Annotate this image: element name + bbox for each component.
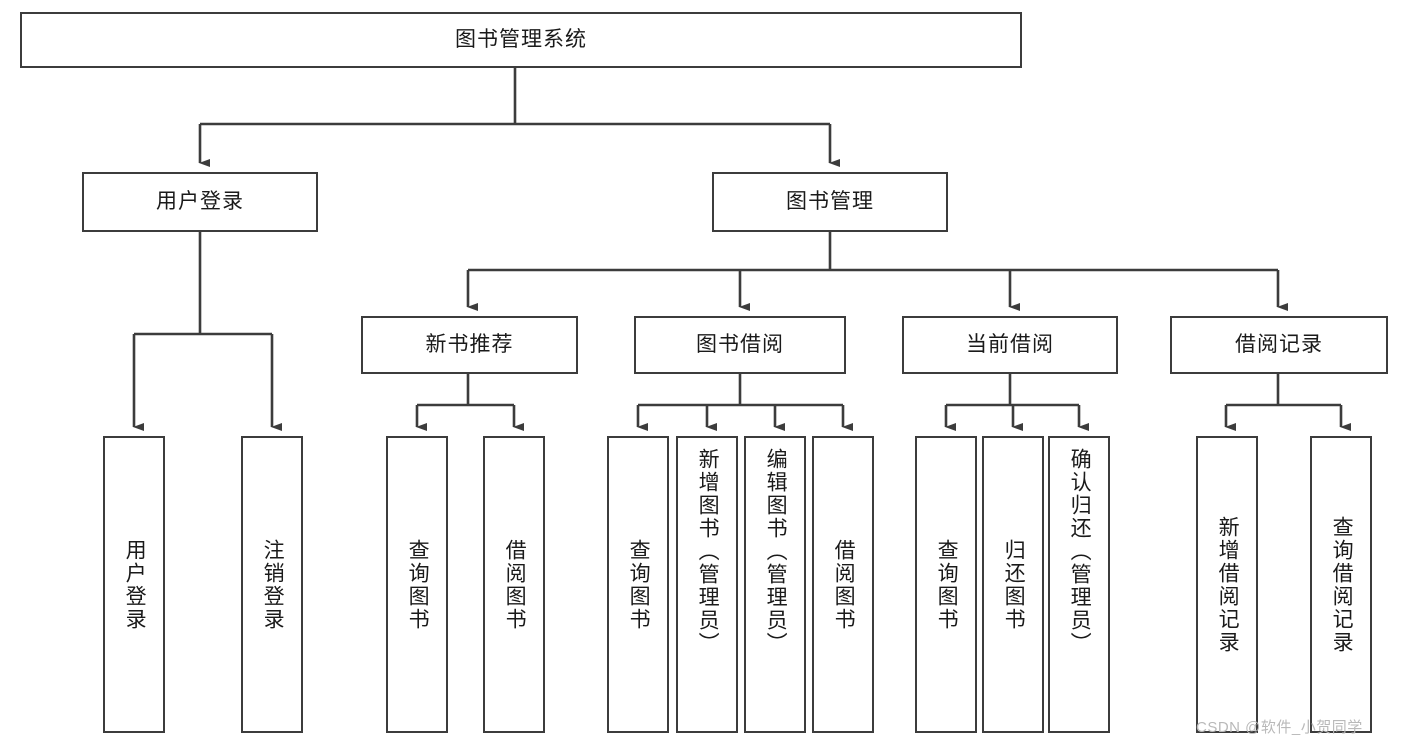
leaf-query-book-borrow[interactable]: 查询图书 [607, 436, 669, 733]
leaf-add-borrow-record[interactable]: 新增借阅记录 [1196, 436, 1258, 733]
node-label: 借阅图书 [503, 538, 527, 631]
node-root-system[interactable]: 图书管理系统 [20, 12, 1022, 68]
node-label: 新书推荐 [425, 333, 514, 357]
leaf-query-borrow-record[interactable]: 查询借阅记录 [1310, 436, 1372, 733]
node-label: 借阅记录 [1235, 333, 1323, 357]
node-label: 确认归还（管理员） [1068, 448, 1092, 655]
leaf-edit-book-admin[interactable]: 编辑图书（管理员） [744, 436, 806, 733]
node-label: 图书管理系统 [455, 28, 587, 52]
leaf-borrow-book[interactable]: 借阅图书 [812, 436, 874, 733]
leaf-query-book-recommend[interactable]: 查询图书 [386, 436, 448, 733]
node-label: 注销登录 [261, 538, 285, 631]
node-label: 查询图书 [935, 538, 959, 631]
leaf-logout[interactable]: 注销登录 [241, 436, 303, 733]
node-label: 新增借阅记录 [1216, 515, 1240, 654]
node-label: 图书管理 [786, 190, 874, 214]
node-label: 新增图书（管理员） [696, 448, 720, 655]
node-label: 查询图书 [627, 538, 651, 631]
node-user-login[interactable]: 用户登录 [82, 172, 318, 232]
node-borrow-record[interactable]: 借阅记录 [1170, 316, 1388, 374]
leaf-confirm-return-admin[interactable]: 确认归还（管理员） [1048, 436, 1110, 733]
node-label: 查询借阅记录 [1330, 515, 1354, 654]
node-current-borrow[interactable]: 当前借阅 [902, 316, 1118, 374]
leaf-user-login[interactable]: 用户登录 [103, 436, 165, 733]
leaf-borrow-book-recommend[interactable]: 借阅图书 [483, 436, 545, 733]
watermark: CSDN @软件_小贺同学 [1196, 719, 1363, 736]
node-label: 归还图书 [1002, 538, 1026, 631]
node-label: 当前借阅 [966, 333, 1054, 357]
node-label: 借阅图书 [832, 538, 856, 631]
leaf-return-book[interactable]: 归还图书 [982, 436, 1044, 733]
node-book-management[interactable]: 图书管理 [712, 172, 948, 232]
node-label: 用户登录 [156, 190, 244, 214]
node-label: 编辑图书（管理员） [764, 448, 788, 655]
node-book-borrow[interactable]: 图书借阅 [634, 316, 846, 374]
node-new-book-recommend[interactable]: 新书推荐 [361, 316, 578, 374]
leaf-add-book-admin[interactable]: 新增图书（管理员） [676, 436, 738, 733]
node-label: 图书借阅 [696, 333, 784, 357]
leaf-query-book-current[interactable]: 查询图书 [915, 436, 977, 733]
node-label: 用户登录 [123, 538, 147, 631]
node-label: 查询图书 [406, 538, 430, 631]
